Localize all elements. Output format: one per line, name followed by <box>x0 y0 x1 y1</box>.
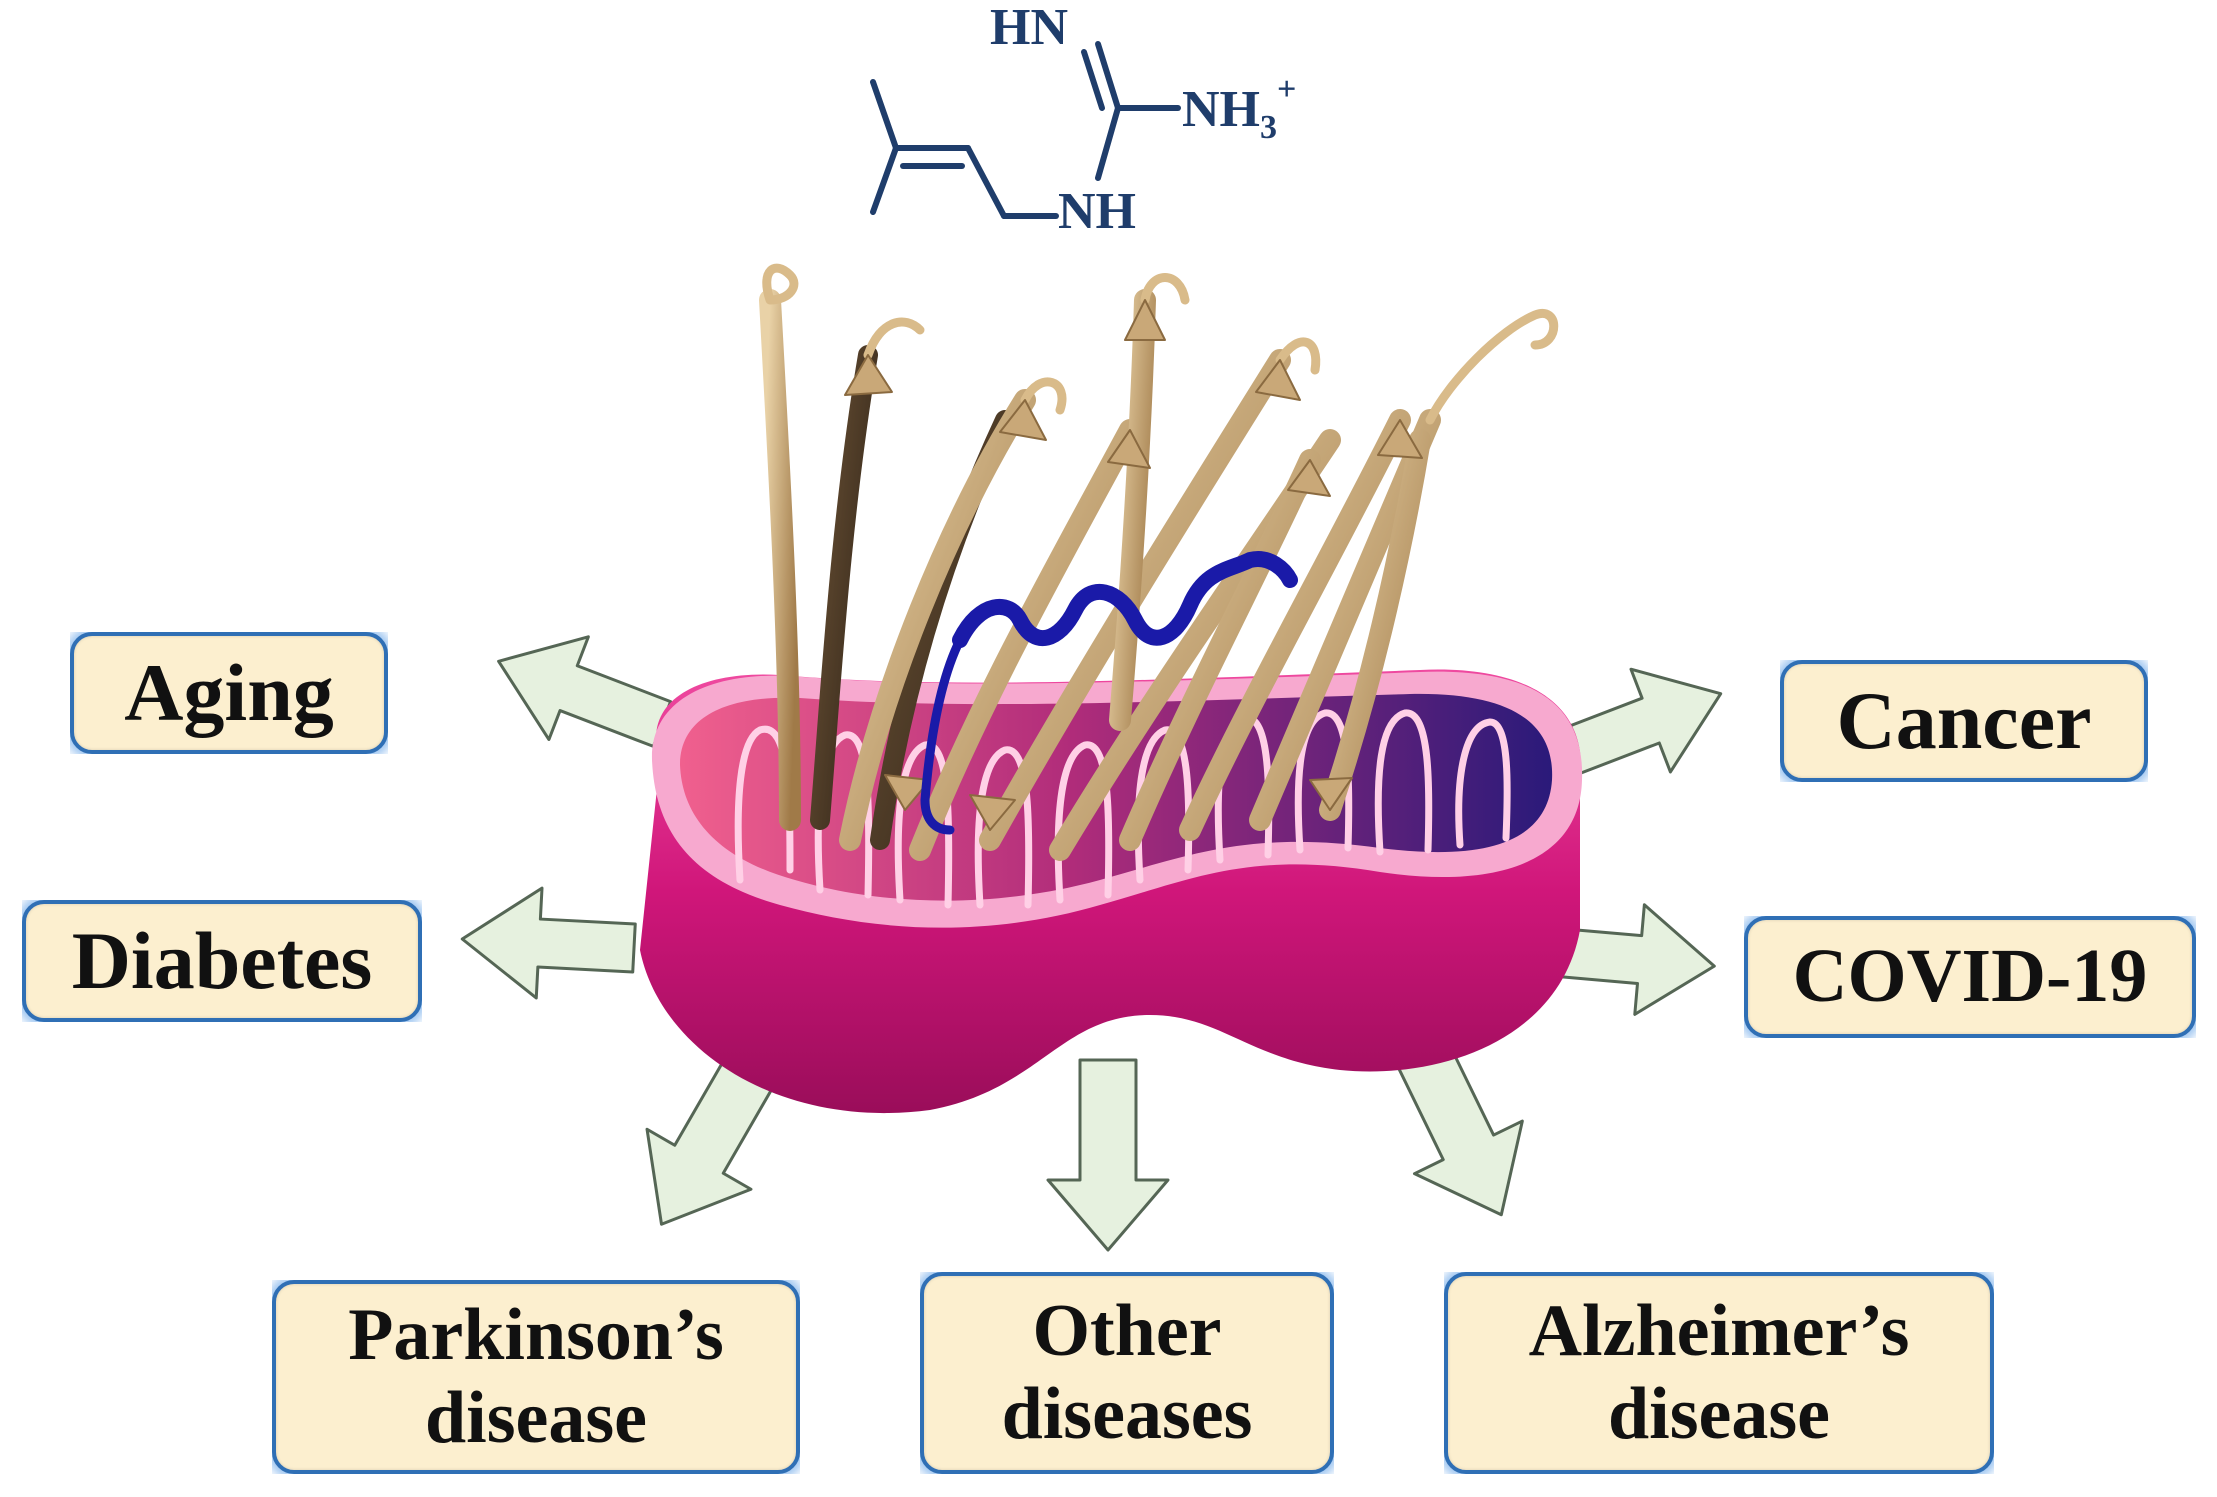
label-diabetes: Diabetes <box>22 900 422 1022</box>
aging-box-wrapper: Aging <box>70 632 388 754</box>
diabetes-box-wrapper: Diabetes <box>22 900 422 1022</box>
bond-n-c <box>1095 105 1121 181</box>
label-aging: Aging <box>70 632 388 754</box>
label-covid: COVID-19 <box>1744 916 2196 1038</box>
other-box-wrapper: Other diseases <box>920 1272 1334 1474</box>
arrow-to-diabetes <box>460 886 637 1000</box>
arrow-to-other <box>1046 1058 1170 1252</box>
molecule-structure <box>870 41 1181 219</box>
barrel-top-loops <box>762 263 1559 425</box>
label-cancer-text: Cancer <box>1836 675 2092 767</box>
label-parkinsons: Parkinson’s disease <box>272 1280 800 1474</box>
label-other-line1: Other <box>1032 1290 1222 1373</box>
bond-ch2 <box>965 145 1007 219</box>
label-alzheimers-line2: disease <box>1608 1373 1830 1455</box>
label-parkinsons-line1: Parkinson’s <box>348 1294 724 1377</box>
molecule-nh3: NH3+ <box>1182 71 1296 146</box>
label-alzheimers: Alzheimer’s disease <box>1444 1272 1994 1474</box>
label-covid-text: COVID-19 <box>1792 934 2148 1019</box>
bond-c-hn-2 <box>1081 49 1105 111</box>
label-diabetes-text: Diabetes <box>71 915 373 1007</box>
bond-methyl-top <box>870 79 899 151</box>
label-parkinsons-line2: disease <box>425 1377 647 1459</box>
covid-box-wrapper: COVID-19 <box>1744 916 2196 1038</box>
label-other-diseases: Other diseases <box>920 1272 1334 1474</box>
molecule-nh: NH <box>1058 183 1136 240</box>
protein-helix <box>952 551 1298 648</box>
arrow-to-parkinsons <box>645 1048 780 1226</box>
protein-helix-tail <box>920 635 965 835</box>
bond-c-hn <box>1095 41 1121 111</box>
strand-arrowheads <box>844 299 1423 831</box>
bond-methyl-bottom <box>870 145 899 215</box>
label-other-line2: diseases <box>1001 1373 1253 1455</box>
arrow-to-aging <box>497 635 673 748</box>
parkinsons-box-wrapper: Parkinson’s disease <box>272 1280 800 1474</box>
protein-beta-barrel <box>759 263 1559 861</box>
label-alzheimers-line1: Alzheimer’s <box>1528 1290 1910 1373</box>
alzheimers-box-wrapper: Alzheimer’s disease <box>1444 1272 1994 1474</box>
cancer-box-wrapper: Cancer <box>1780 660 2148 782</box>
arrows <box>460 635 1723 1252</box>
molecule-hn: HN <box>990 0 1068 56</box>
arrow-to-alzheimers <box>1391 1030 1524 1217</box>
label-aging-text: Aging <box>124 647 334 739</box>
label-cancer: Cancer <box>1780 660 2148 782</box>
